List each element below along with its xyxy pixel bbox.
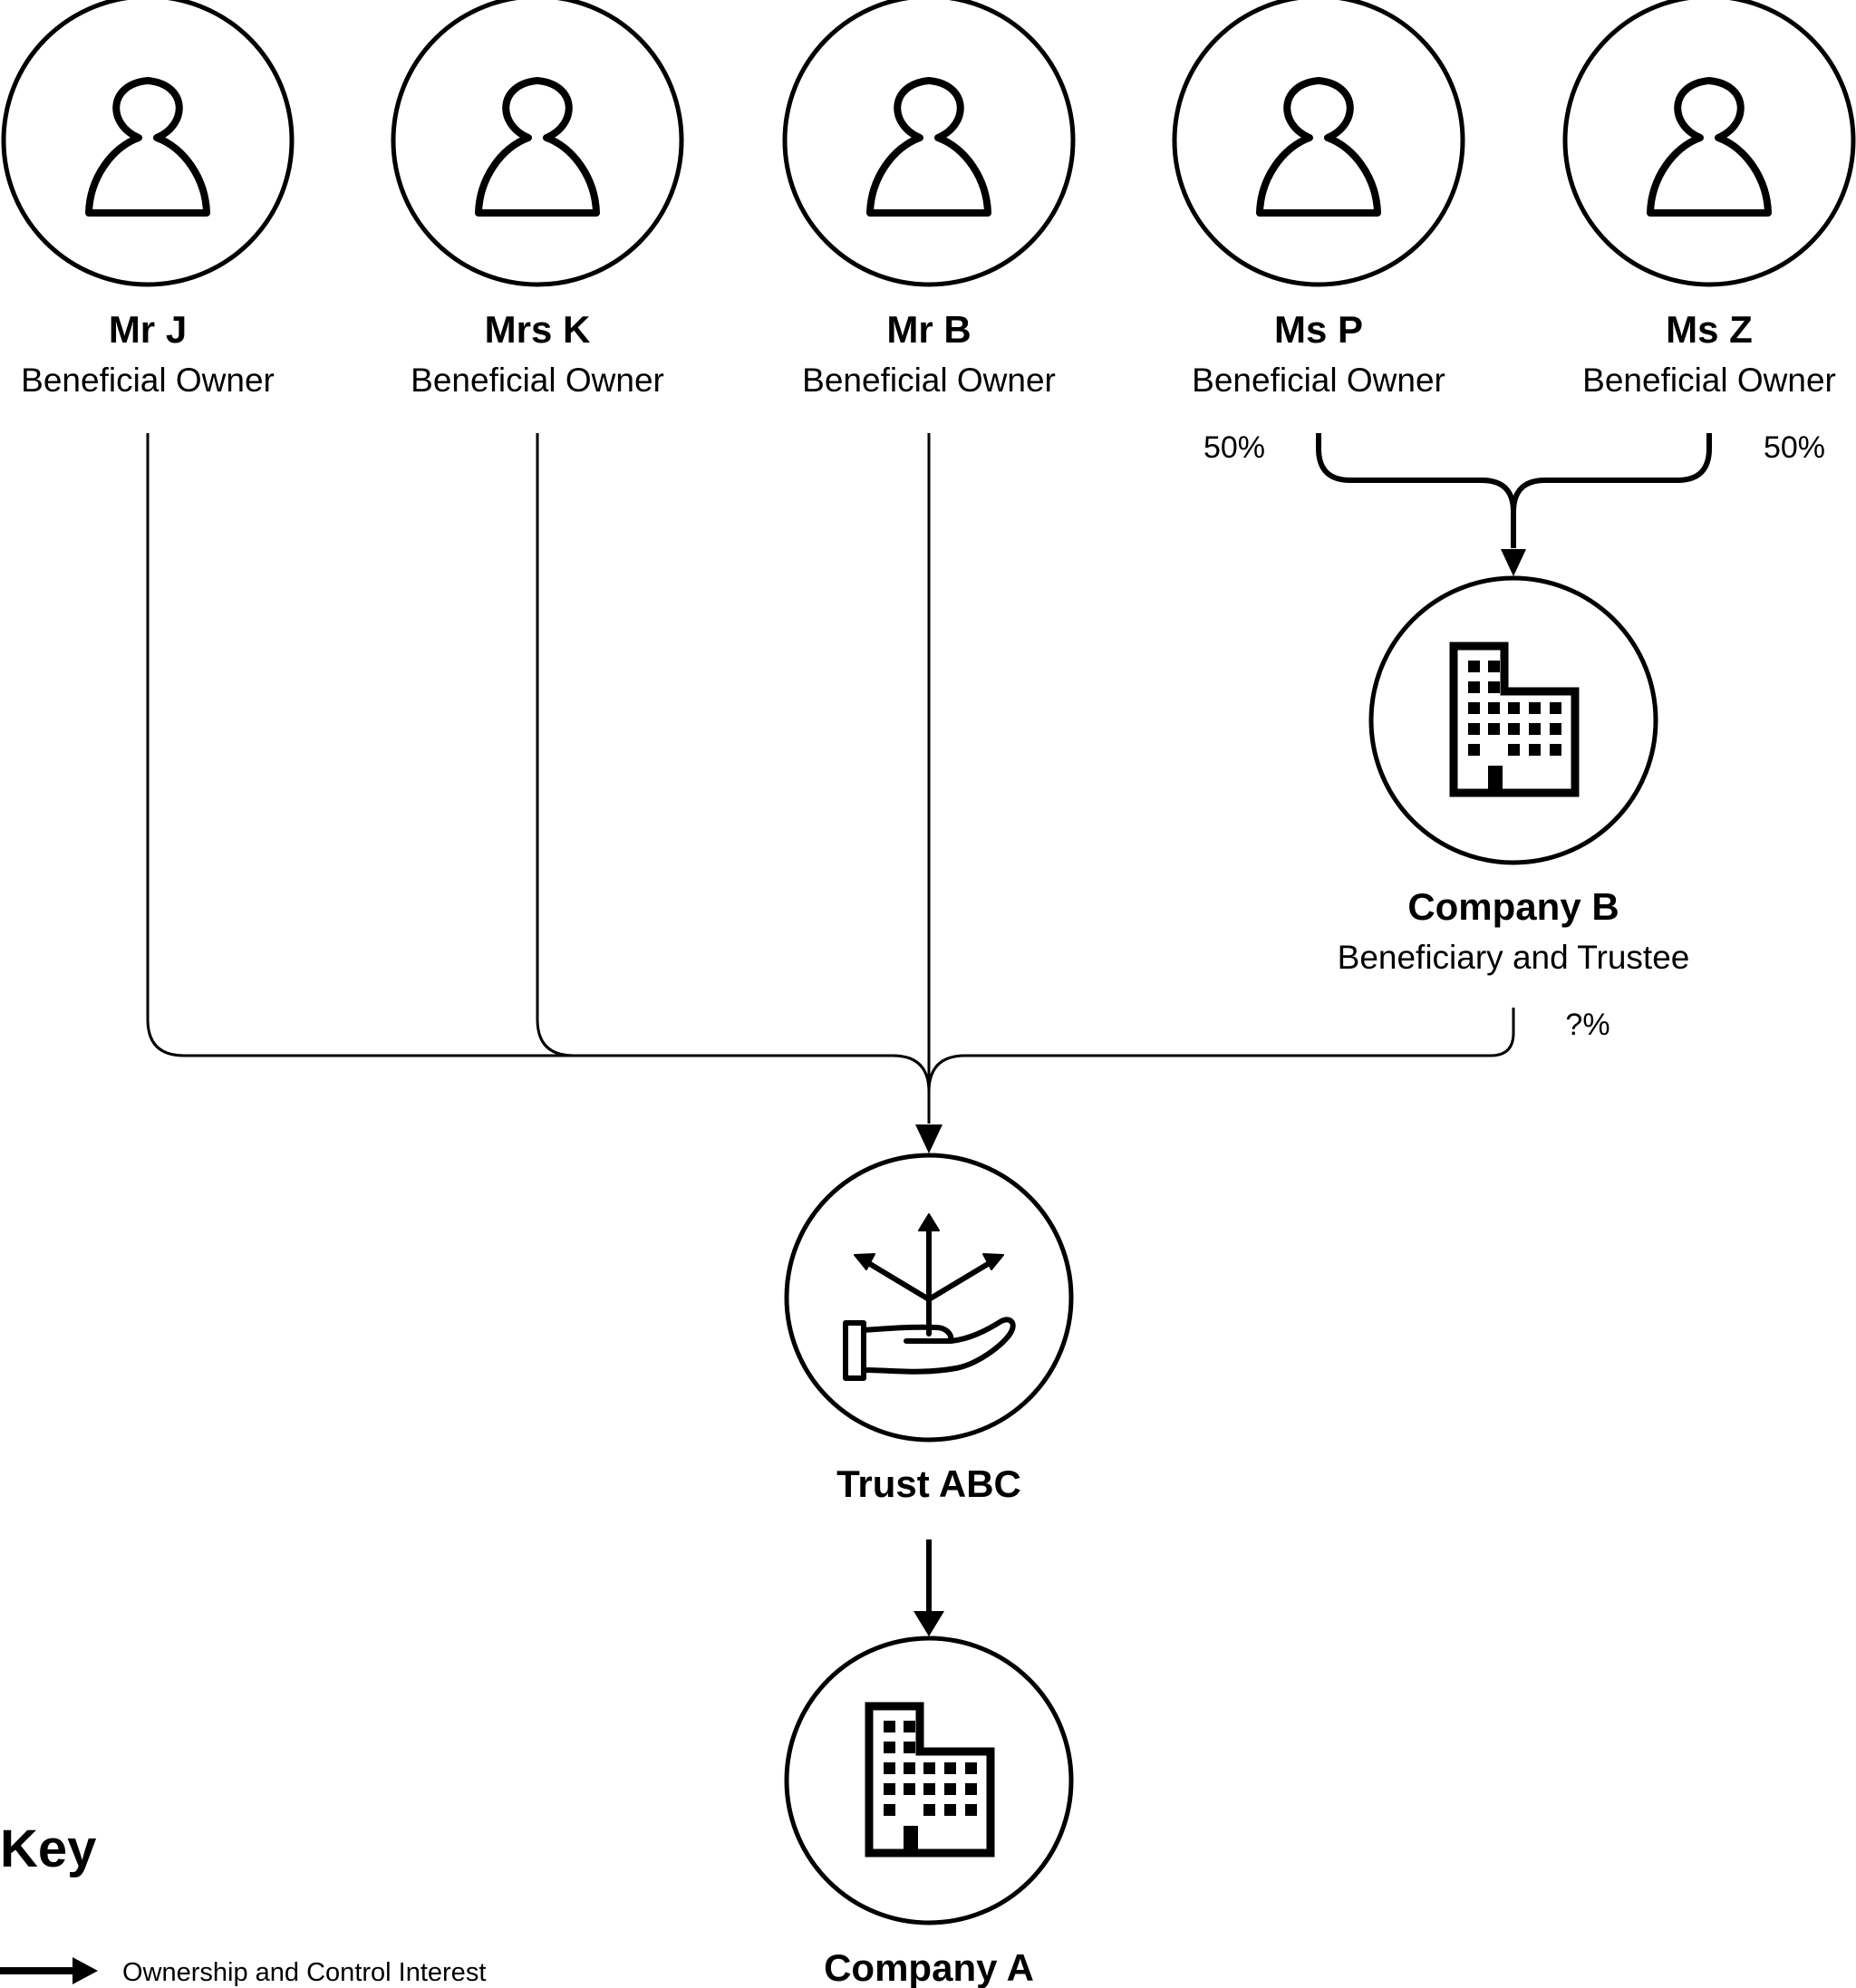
- company-b-name: Company B: [1407, 885, 1619, 928]
- owner-node-ms-p: Ms P Beneficial Owner: [1172, 0, 1465, 399]
- owner-circle: [782, 0, 1076, 287]
- connector-ms-z: [1511, 433, 1712, 513]
- company-b-circle: [1368, 575, 1658, 865]
- owner-circle: [1, 0, 295, 287]
- arrowhead-company-a: [914, 1611, 944, 1636]
- company-a-node: Company A: [784, 1636, 1074, 1988]
- owner-node-mr-j: Mr J Beneficial Owner: [1, 0, 295, 399]
- owner-name: Ms Z: [1666, 308, 1753, 351]
- legend-title: Key: [0, 1819, 96, 1878]
- owner-circle: [1562, 0, 1856, 287]
- owner-node-mr-b: Mr B Beneficial Owner: [782, 0, 1076, 399]
- owner-circle: [391, 0, 684, 287]
- connector-company-b: [927, 1008, 1515, 1093]
- connector-lines: [146, 433, 1712, 1636]
- arrowhead-trust: [915, 1124, 942, 1153]
- legend-arrowhead: [72, 1957, 98, 1984]
- owner-node-mrs-k: Mrs K Beneficial Owner: [391, 0, 684, 399]
- owner-name: Mr J: [109, 308, 187, 351]
- owner-name: Mr B: [886, 308, 971, 351]
- owner-role: Beneficial Owner: [21, 362, 275, 399]
- legend-arrow-label: Ownership and Control Interest: [122, 1958, 486, 1987]
- owner-name: Ms P: [1274, 308, 1363, 351]
- company-b-role: Beneficiary and Trustee: [1338, 939, 1690, 976]
- owner-circle: [1172, 0, 1465, 287]
- arrowhead-company-b: [1501, 549, 1526, 576]
- pct-ms-z: 50%: [1764, 430, 1825, 465]
- pct-company-b: ?%: [1565, 1008, 1610, 1042]
- trust-name: Trust ABC: [836, 1462, 1021, 1505]
- pct-ms-p: 50%: [1204, 430, 1265, 465]
- owner-role: Beneficial Owner: [411, 362, 664, 399]
- owner-role: Beneficial Owner: [1582, 362, 1836, 399]
- owner-role: Beneficial Owner: [802, 362, 1056, 399]
- connector-mrs-k: [536, 433, 575, 1057]
- company-a-name: Company A: [824, 1946, 1034, 1988]
- connector-ms-p: [1316, 433, 1516, 548]
- company-a-circle: [784, 1636, 1074, 1925]
- owner-role: Beneficial Owner: [1192, 362, 1445, 399]
- company-b-node: Company B Beneficiary and Trustee: [1338, 575, 1690, 976]
- legend: Key Ownership and Control Interest: [0, 1819, 486, 1987]
- owner-name: Mrs K: [485, 308, 591, 351]
- owner-node-ms-z: Ms Z Beneficial Owner: [1562, 0, 1856, 399]
- connector-mr-j: [146, 433, 931, 1093]
- trust-abc-node: Trust ABC: [784, 1153, 1074, 1505]
